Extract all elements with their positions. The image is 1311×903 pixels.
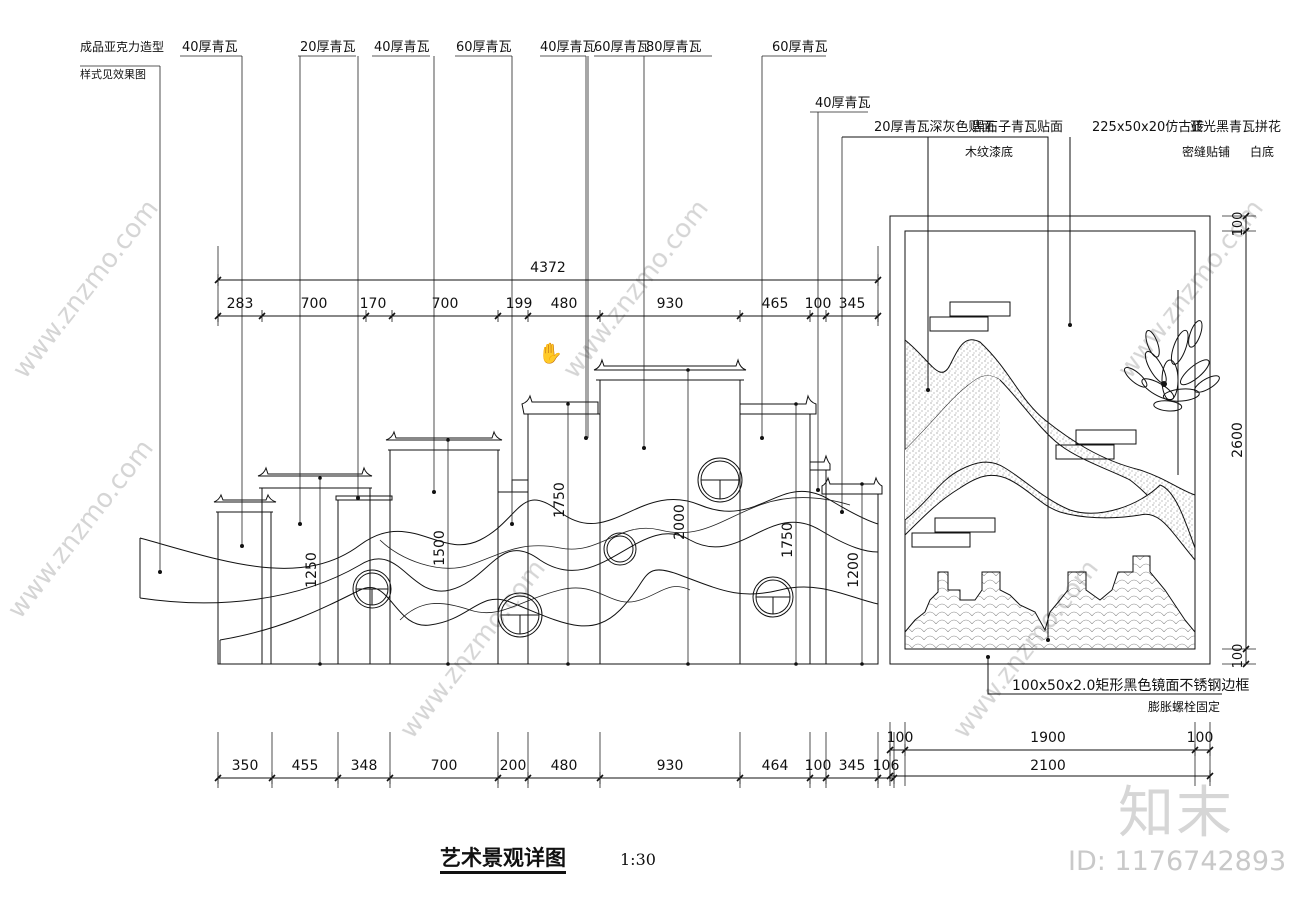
watermark-pattern: www.znzmo.com www.znzmo.com www.znzmo.co…	[2, 194, 1270, 744]
wall-block-7	[593, 358, 747, 665]
callout-leaders	[80, 55, 868, 574]
wall-block-10	[821, 476, 883, 665]
wall-block-1	[213, 493, 277, 665]
callout-label: 40厚青瓦	[815, 96, 871, 111]
callout-label: 木纹漆底	[965, 145, 1014, 159]
drawing-title: 艺术景观详图	[440, 845, 566, 874]
bottom-dimension-chain: 350 455 348 700 200 480 930 464 100 345 106	[214, 732, 900, 788]
leader-black-stone	[842, 136, 1049, 640]
dimension-text: 930	[657, 758, 684, 774]
dimension-text: 100	[1231, 212, 1246, 237]
callout-label: 225x50x20仿古砖	[1092, 120, 1205, 135]
ribbon-upper	[139, 490, 879, 569]
dimension-text: 100	[1187, 730, 1214, 746]
wall-block-8	[739, 394, 817, 665]
callout-label: 100x50x2.0矩形黑色镜面不锈钢边框	[1012, 678, 1250, 694]
dimension-text: 465	[762, 296, 789, 312]
dimension-text: 4372	[530, 260, 566, 276]
callout-label: 白底	[1250, 145, 1275, 159]
dimension-text: 480	[551, 296, 578, 312]
dimension-text: 2600	[1230, 422, 1246, 458]
dimension-text: 345	[839, 296, 866, 312]
svg-text:www.znzmo.com: www.znzmo.com	[7, 194, 165, 384]
ribbon-inner-2	[399, 586, 691, 621]
dimension-text: 170	[360, 296, 387, 312]
dimension-text: 1750	[552, 482, 568, 518]
mountain-lower	[904, 461, 1196, 562]
dimension-text: 1750	[780, 522, 796, 558]
wall-block-9	[809, 454, 831, 665]
callout-label: 40厚青瓦	[182, 40, 238, 55]
ribbon-inner	[379, 497, 851, 569]
dimension-text: 700	[431, 758, 458, 774]
dimension-text: 464	[762, 758, 789, 774]
round-window-1	[352, 569, 392, 609]
dimension-text: 348	[351, 758, 378, 774]
dimension-text: 1900	[1030, 730, 1066, 746]
dimension-text: 2100	[1030, 758, 1066, 774]
callout-label: 黑石子青瓦贴面	[972, 120, 1064, 135]
round-window-2	[497, 592, 543, 638]
watermark-brand: 知末	[1118, 781, 1234, 846]
svg-text:www.znzmo.com: www.znzmo.com	[557, 194, 715, 384]
dimension-text: 1200	[846, 552, 862, 588]
svg-text:www.znzmo.com: www.znzmo.com	[2, 434, 160, 624]
dimension-text: 345	[839, 758, 866, 774]
callout-label: 80厚青瓦	[646, 40, 702, 55]
ribbon-edge	[139, 538, 221, 664]
callout-label: 60厚青瓦	[456, 40, 512, 55]
dimension-text: 1500	[432, 530, 448, 566]
callout-label: 膨胀螺栓固定	[1148, 700, 1221, 714]
left-elevation: 1250 1500 1750 2000 1750 1200 ✋	[80, 55, 883, 666]
callout-label: 密缝贴铺	[1182, 145, 1231, 159]
dimension-text: 1250	[304, 552, 320, 588]
right-panel	[842, 136, 1222, 695]
stainless-frame	[889, 215, 1211, 665]
round-window-5	[752, 576, 794, 618]
mountain-upper-fill	[905, 375, 1000, 520]
dimension-text: 106	[873, 758, 900, 774]
dimension-text: 480	[551, 758, 578, 774]
watermark-id: ID: 1176742893	[1068, 846, 1287, 877]
dimension-text: 455	[292, 758, 319, 774]
dimension-text: 930	[657, 296, 684, 312]
vertical-dimension-chain: 100 2600 100	[1222, 212, 1256, 669]
callout-label: 40厚青瓦	[374, 40, 430, 55]
callout-label: 样式见效果图	[80, 68, 146, 81]
callout-label: 40厚青瓦	[540, 40, 596, 55]
round-window-4	[697, 457, 743, 503]
dimension-text: 100	[887, 730, 914, 746]
wall-block-2	[257, 466, 373, 665]
callout-label: 20厚青瓦	[300, 40, 356, 55]
ribbon-lower	[219, 569, 879, 641]
callout-label: 60厚青瓦	[594, 40, 650, 55]
height-dimension-lines: 1250 1500 1750 2000 1750 1200	[304, 368, 864, 666]
dimension-text: 283	[227, 296, 254, 312]
dimension-text: 199	[506, 296, 533, 312]
dimension-text: 200	[500, 758, 527, 774]
dimension-text: 100	[805, 296, 832, 312]
ribbon-middle	[139, 521, 879, 604]
dimension-text: 700	[301, 296, 328, 312]
roof-tile-pattern	[904, 555, 1196, 650]
callout-label: 60厚青瓦	[772, 40, 828, 55]
black-tile-flower	[1123, 290, 1220, 475]
top-dimension-chain: 4372 283 700 170 700 199 480 930 465 100 345	[214, 246, 882, 326]
drawing-scale: 1:30	[620, 850, 656, 869]
dimension-text: 2000	[672, 504, 688, 540]
wall-block-3	[335, 495, 393, 665]
round-window-3	[603, 532, 637, 566]
dimension-text: 100	[805, 758, 832, 774]
dimension-text: 350	[232, 758, 259, 774]
callout-label: 成品亚克力造型	[80, 40, 165, 54]
callout-label: 亚光黑青瓦拼花	[1190, 120, 1282, 135]
callout-label: 20厚青瓦深灰色贴面	[874, 120, 995, 135]
hand-cursor-icon: ✋	[538, 341, 563, 365]
dimension-text: 700	[432, 296, 459, 312]
right-dimension-chain: 100 1900 100 2100	[886, 722, 1214, 786]
dimension-text: 100	[1231, 644, 1246, 669]
